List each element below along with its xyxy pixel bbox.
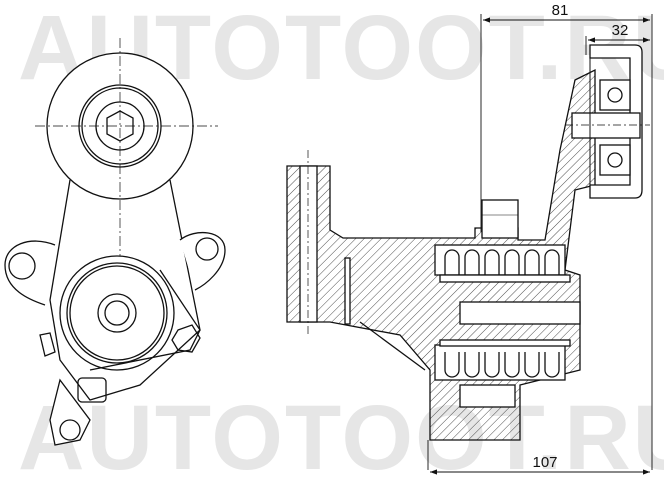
section-view <box>286 44 650 441</box>
dimension-81: 81 <box>552 2 569 19</box>
dimension-107: 107 <box>532 454 557 471</box>
front-view <box>4 38 226 446</box>
dimension-lines <box>427 14 653 475</box>
dimension-32: 32 <box>612 22 629 39</box>
watermark-bottom: AUTOTOOT.RU <box>18 387 664 479</box>
